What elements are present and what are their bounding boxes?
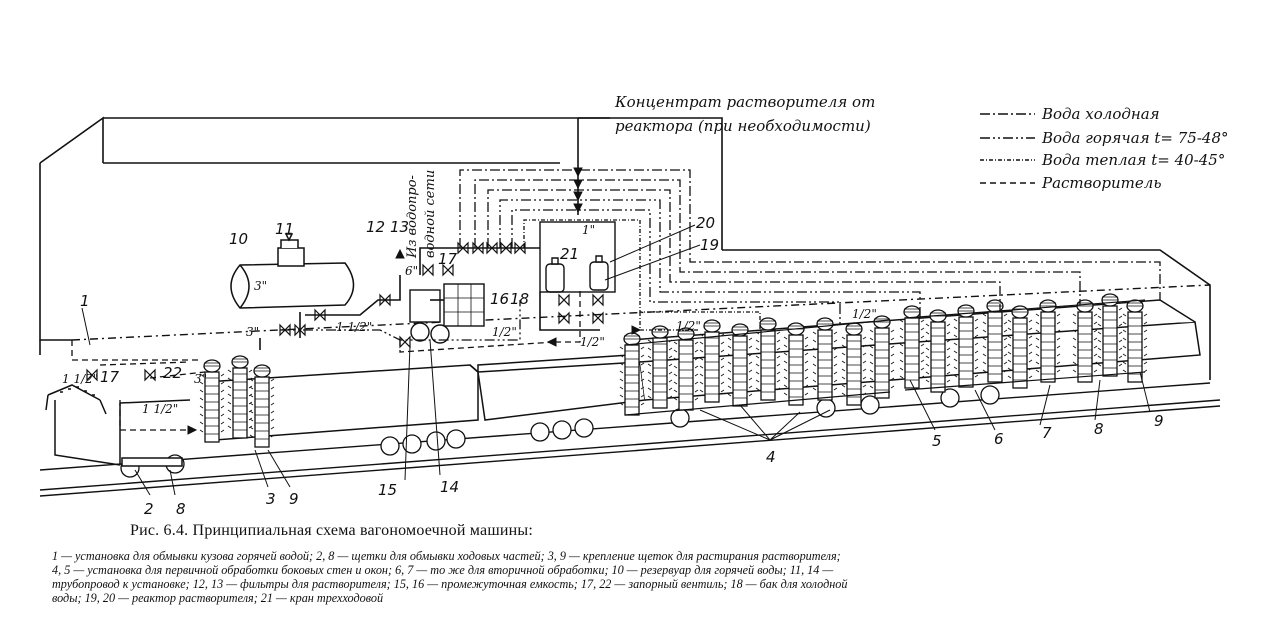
cold-water-tank (409, 289, 450, 344)
pipe-size: 1/2" (492, 325, 517, 339)
callout-11: 11 (275, 220, 294, 238)
car-wash-scheme: Вода холодная Вода горячая t= 75-48° Вод… (39, 93, 1229, 518)
pipes-cold-water (459, 169, 1161, 312)
brush-frames (624, 299, 1146, 416)
legend-warm-water: Вода теплая t= 40-45° (1041, 151, 1225, 169)
callout-6: 6 (994, 430, 1004, 448)
callout-19: 19 (700, 236, 719, 254)
building-outline (39, 116, 1211, 380)
callout-7: 7 (1042, 424, 1052, 442)
callout-3: 3 (266, 490, 276, 508)
callout-8b: 8 (1094, 420, 1104, 438)
callout-14: 14 (440, 478, 459, 496)
callout-2: 2 (144, 500, 154, 518)
description-line: 4, 5 — установка для первичной обработки… (52, 563, 834, 577)
hot-water-wash-unit (45, 384, 191, 467)
figure-description: 1 — установка для обмывки кузова горячей… (52, 549, 1240, 605)
intermediate-tank (443, 283, 485, 327)
pipe-size: 1 1/2" (142, 402, 178, 416)
water-supply-label-line2: водной сети (423, 170, 438, 258)
pipe-size: 6" (405, 264, 418, 278)
description-line: 1 — установка для обмывки кузова горячей… (52, 549, 841, 563)
callout-15: 15 (378, 481, 397, 499)
pipe-size: 1 1/2" (336, 320, 372, 334)
callout-10: 10 (229, 230, 248, 248)
description-line: трубопровод к установке; 12, 13 — фильтр… (52, 577, 848, 591)
callout-9b: 9 (1154, 412, 1164, 430)
callout-22: 22 (163, 364, 182, 382)
legend-lines (980, 113, 1035, 184)
pipe-size: 3" (246, 325, 259, 339)
callout-12: 12 (366, 218, 385, 236)
callout-16: 16 (490, 290, 509, 308)
leader-lines (81, 224, 1151, 496)
pipe-size: 1 1/2" (62, 372, 98, 386)
legend-hot-water: Вода горячая t= 75-48° (1041, 129, 1229, 147)
hot-water-tank (230, 233, 355, 309)
water-supply-label-line1: Из водопро- (405, 175, 420, 259)
callout-4: 4 (766, 448, 776, 466)
callout-17b: 17 (100, 368, 120, 386)
concentrate-label-line2: реактора (при необходимости) (615, 117, 871, 135)
callout-13: 13 (390, 218, 409, 236)
pipe-size: 1/2" (676, 319, 701, 333)
legend-solvent: Растворитель (1041, 174, 1162, 192)
callout-20: 20 (696, 214, 715, 232)
figure-caption: Рис. 6.4. Принципиальная схема вагономое… (130, 522, 533, 539)
callout-18: 18 (510, 290, 529, 308)
rail-track (39, 284, 1221, 497)
callout-17: 17 (438, 250, 458, 268)
callout-8: 8 (176, 500, 186, 518)
pipe-size: 1" (582, 223, 595, 237)
callout-21: 21 (560, 245, 579, 263)
solvent-reactors (539, 221, 616, 293)
description-line: воды; 19, 20 — реактор растворителя; 21 … (52, 591, 384, 605)
legend-cold-water: Вода холодная (1041, 105, 1160, 123)
pipe-size: 1/2" (580, 335, 605, 349)
callout-5: 5 (932, 432, 942, 450)
callout-9: 9 (289, 490, 299, 508)
brush-group-3-9 (199, 355, 275, 448)
pipe-size: 1/2" (852, 307, 877, 321)
pipe-size: 3" (194, 372, 207, 386)
concentrate-label-line1: Концентрат растворителя от (614, 93, 875, 111)
flow-arrows (187, 167, 642, 435)
pipe-size: 3" (254, 279, 267, 293)
callout-1: 1 (80, 292, 90, 310)
